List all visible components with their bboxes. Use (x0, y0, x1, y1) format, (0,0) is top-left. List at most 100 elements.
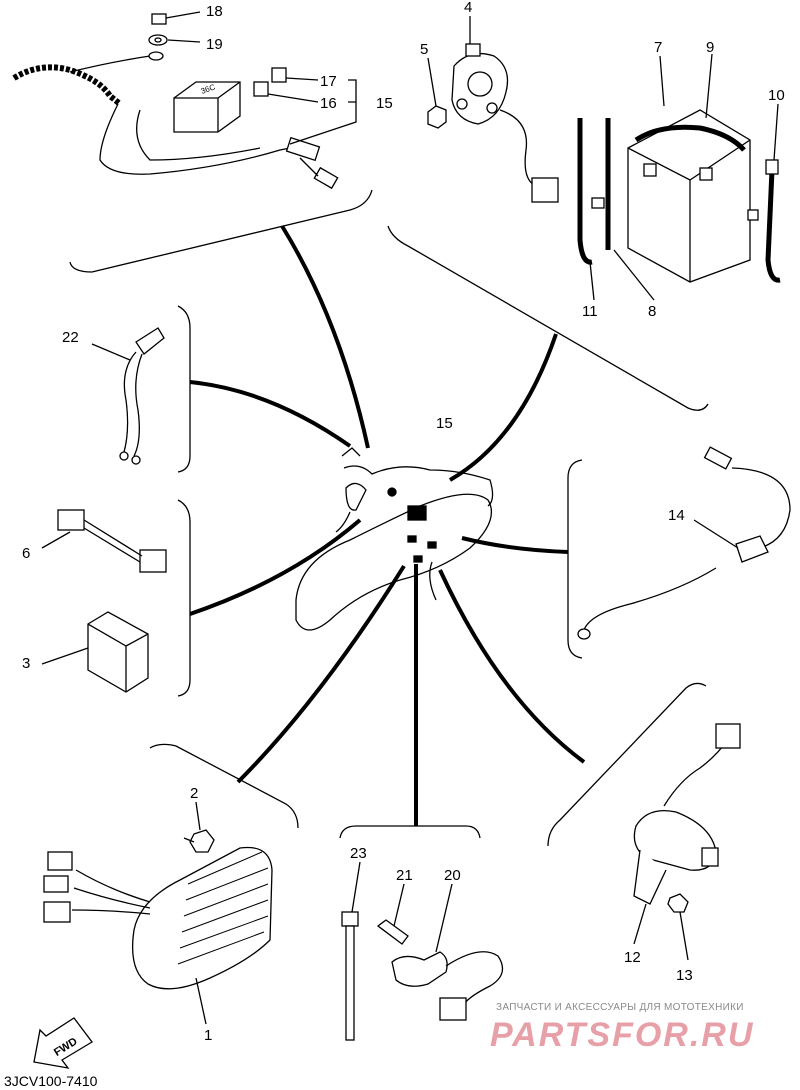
switch-4-knob (467, 71, 493, 97)
battery-cable-10-leader (773, 103, 779, 161)
fuse-17 (271, 67, 319, 83)
switch-20-leader (435, 883, 453, 953)
callout-6: 6 (22, 545, 30, 562)
battery-9-leader (705, 53, 713, 119)
frame-right-mid (567, 459, 583, 659)
washer-19-leader (167, 39, 201, 43)
regulator-1-plug-c (43, 901, 71, 923)
central-clip-c (413, 555, 423, 563)
switch-4-top (465, 43, 481, 57)
sensor-22-end-a (119, 451, 129, 461)
callout-15-center: 15 (436, 415, 453, 432)
main-switch-12-bracket (633, 849, 667, 905)
watermark-tagline: ЗАПЧАСТИ И АКСЕССУАРЫ ДЛЯ МОТОТЕХНИКИ (496, 1002, 744, 1013)
screw-21-body (376, 919, 409, 945)
fin-2 (185, 867, 269, 901)
bolt-18-leader (165, 11, 201, 19)
connector-right (461, 536, 569, 554)
frame-bottom-center (339, 825, 481, 839)
main-switch-12-wire (663, 741, 727, 807)
main-switch-12-leader (633, 903, 647, 945)
callout-7: 7 (654, 39, 662, 56)
battery-cable-11-terminal (591, 197, 605, 209)
lead-6-leader (41, 531, 71, 549)
switch-4-terminal-b (486, 102, 498, 114)
sensor-22 (91, 327, 165, 465)
main-switch-12-key (701, 847, 719, 867)
battery-cable-11-leader (589, 261, 595, 301)
harness-assembly: 36C (12, 11, 357, 190)
battery-breather-8-leader (613, 249, 655, 301)
sensor-22-end-b (131, 455, 141, 465)
callout-16: 16 (320, 95, 337, 112)
switch-20-wire (445, 951, 504, 1005)
screw-21 (376, 883, 409, 945)
cable-tie-23 (341, 861, 361, 1041)
switch-4 (451, 16, 559, 203)
connector-left-lower (189, 518, 362, 616)
harness-wrap (12, 64, 122, 107)
battery-cable-10 (747, 103, 781, 283)
relay-3-body (87, 611, 149, 693)
ground-terminal (148, 51, 164, 61)
bolt-18-head (151, 13, 167, 25)
callout-5: 5 (420, 41, 428, 58)
central-bolt (387, 487, 397, 497)
battery-band-7-leader (659, 55, 665, 107)
callout-21: 21 (396, 867, 413, 884)
central-relay-mount (407, 505, 427, 521)
connector-bottom-left (236, 564, 406, 784)
frame-bottom-left (149, 743, 299, 829)
battery-cable-10-clip (747, 209, 759, 221)
cable-tie-23-strap (345, 925, 355, 1041)
washer-19 (148, 34, 201, 61)
fuse-16-leader (267, 93, 319, 103)
callout-23: 23 (350, 845, 367, 862)
starter-relay: 36C (173, 81, 241, 133)
central-frame (295, 447, 494, 631)
fuse-16 (253, 81, 319, 103)
callout-1: 1 (204, 1027, 212, 1044)
bolt-2-head (189, 829, 215, 853)
lead-6 (41, 509, 167, 573)
sensor-22-body (135, 327, 165, 355)
fin-5 (179, 915, 269, 949)
relay-3-leader (41, 647, 89, 665)
callout-3: 3 (22, 655, 30, 672)
screw-13-head (667, 893, 689, 913)
fuse-16-body (253, 81, 269, 97)
harness-connector (285, 136, 321, 162)
frame-bottom-right (547, 682, 707, 847)
sensor-22-wires (123, 351, 143, 457)
harness-plug-wire (299, 157, 319, 177)
regulator-1-plug-a (47, 851, 73, 871)
frame-top-left (69, 189, 373, 273)
lead-6-connector-a (57, 509, 85, 531)
battery-9-top (627, 139, 751, 282)
callout-4: 4 (464, 0, 472, 16)
screw-13-leader (679, 911, 689, 961)
bolt-2-shaft (183, 837, 195, 843)
screw-13 (667, 893, 689, 961)
sensor-14-eyelet (577, 628, 591, 640)
fwd-arrow-shape (33, 1017, 93, 1069)
frame-down-strut (335, 511, 351, 533)
nut-5 (427, 57, 447, 129)
fin-3 (183, 883, 269, 917)
washer-19-hole (154, 37, 162, 43)
bolt-18 (151, 11, 201, 25)
sensor-14-plug (703, 446, 733, 470)
harness-wire-to-washer (69, 55, 151, 73)
callout-17: 17 (320, 73, 337, 90)
callout-13: 13 (676, 967, 693, 984)
callout-22: 22 (62, 329, 79, 346)
frame-left-lower (177, 499, 191, 697)
cable-tie-23-head (341, 911, 359, 927)
switch-20 (391, 883, 504, 1021)
regulator-1-body (131, 846, 273, 990)
connector-left-upper (189, 380, 352, 448)
frame-head-tube (343, 465, 494, 507)
callout-12: 12 (624, 949, 641, 966)
watermark-brand: PARTSFOR.RU (490, 1016, 754, 1054)
